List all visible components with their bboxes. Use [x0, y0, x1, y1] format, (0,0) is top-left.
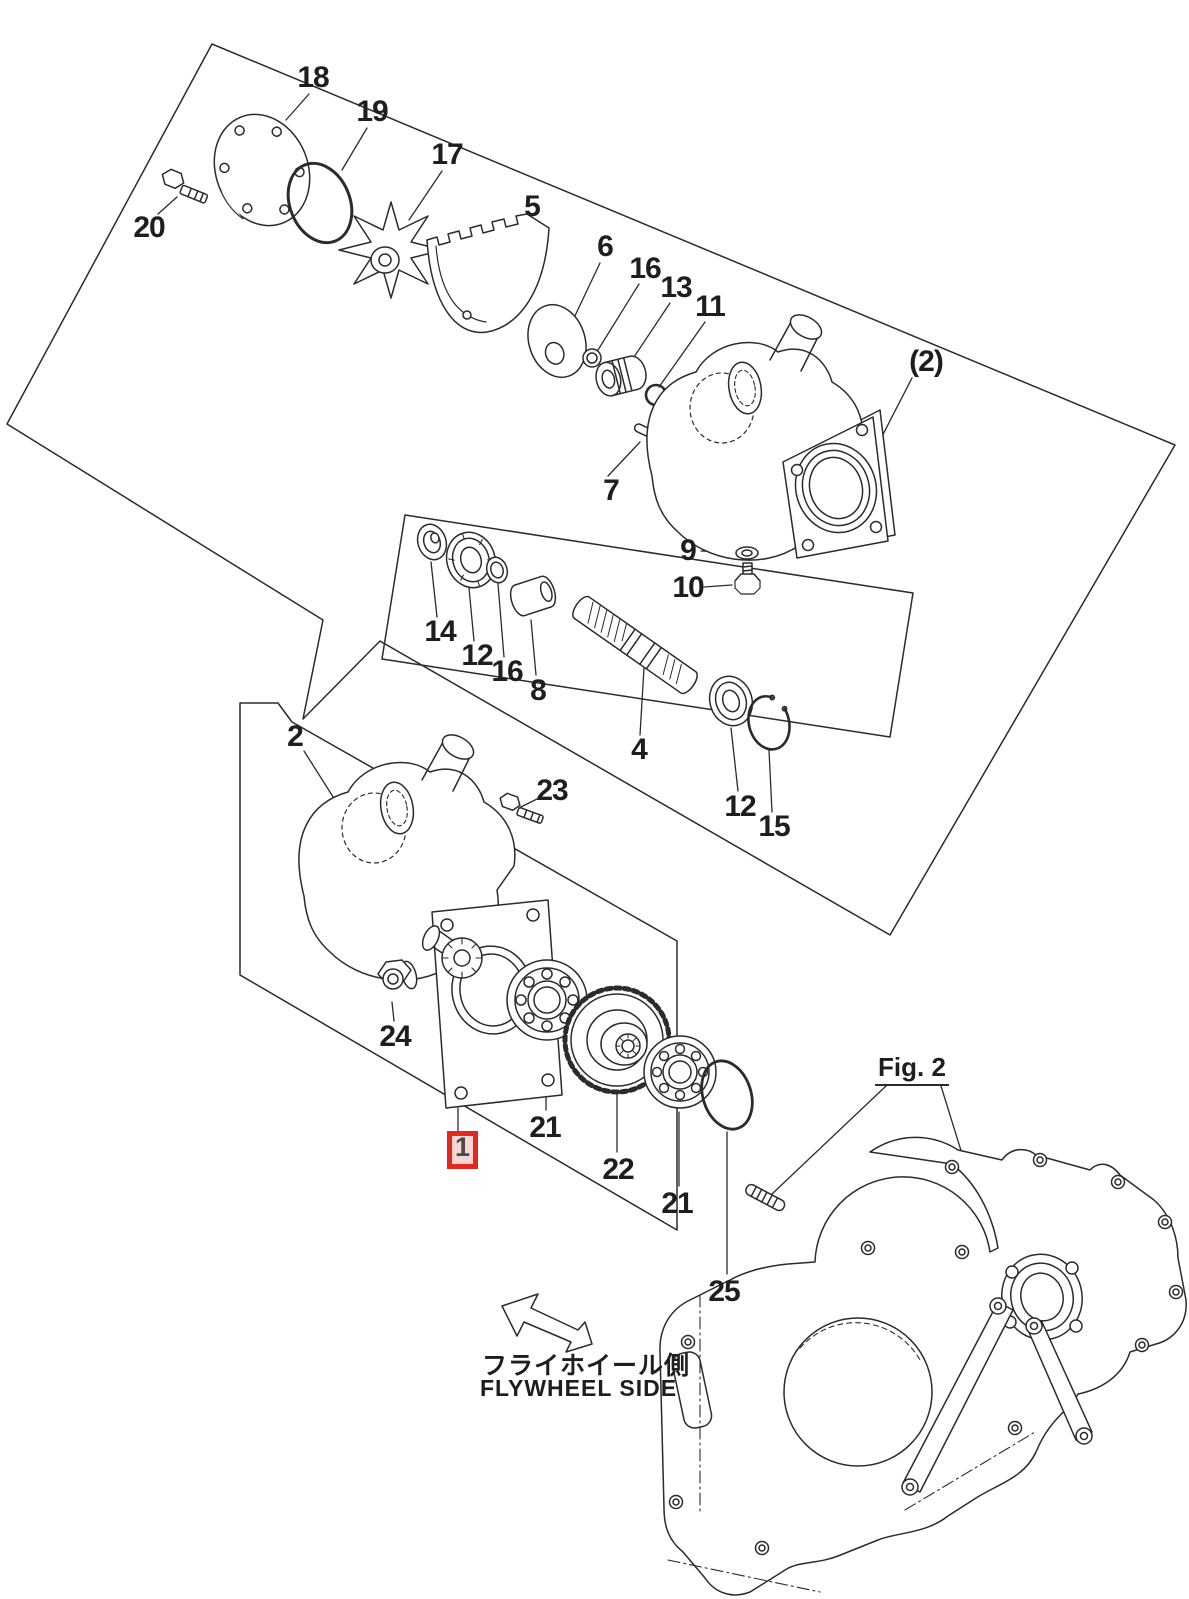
- flywheel-side-label-jp: フライホイール側: [482, 1352, 691, 1380]
- part-13-mechanical-seal: [595, 355, 647, 397]
- part-20-bolt: [161, 168, 209, 204]
- part-16-ring-upper: [582, 348, 602, 368]
- leader-lines: [157, 93, 964, 1275]
- part-label-18: 18: [297, 61, 329, 94]
- highlighted-part-box[interactable]: 1: [447, 1131, 478, 1169]
- part-label-14: 14: [424, 615, 456, 648]
- part-25-o-ring: [700, 1059, 754, 1131]
- part-label-20: 20: [133, 211, 165, 244]
- part-12-bearing-upper-right: [708, 675, 754, 727]
- flywheel-side-label-en: FLYWHEEL SIDE: [480, 1375, 678, 1401]
- upper-group-callout: [6, 43, 1176, 936]
- part-label-2: (2): [909, 345, 944, 378]
- part-14-seal: [416, 523, 448, 561]
- part-16-ring-lower: [485, 556, 509, 584]
- part-label-9: 9: [680, 534, 697, 567]
- part-label-11: 11: [695, 290, 726, 323]
- part-label-4: 4: [631, 733, 648, 766]
- highlighted-part-number: 1: [455, 1132, 471, 1162]
- part-18-cover-plate: [213, 113, 311, 227]
- part-24-nut: [377, 959, 418, 990]
- part-label-24: 24: [379, 1020, 411, 1053]
- part-label-7: 7: [603, 474, 620, 507]
- part-label-8: 8: [530, 674, 547, 707]
- gear-case-bolt-holes: [668, 1152, 1184, 1556]
- lower-group-box: [239, 702, 678, 1231]
- part-label-17: 17: [431, 138, 463, 171]
- gear-case: [659, 1136, 1187, 1596]
- part-6-washer-disc: [527, 304, 587, 378]
- part-4-shaft: [572, 595, 698, 695]
- part-label-23: 23: [536, 774, 568, 807]
- part-label-2: 2: [287, 720, 304, 753]
- part-10-bolt: [734, 562, 761, 595]
- fig-reference-label: Fig. 2: [875, 1052, 949, 1086]
- part-label-25: 25: [708, 1275, 740, 1308]
- part-label-21: 21: [661, 1187, 693, 1220]
- part-stud: [745, 1183, 786, 1212]
- part-15-snap-ring: [747, 694, 791, 751]
- part-9-washer: [735, 546, 759, 560]
- part-21-bearing-left: [506, 959, 588, 1041]
- part-23-bolt: [499, 792, 544, 824]
- part-5-wear-plate: [426, 213, 550, 334]
- part-label-16: 16: [629, 252, 661, 285]
- part-label-10: 10: [672, 571, 704, 604]
- part-label-22: 22: [602, 1153, 634, 1186]
- part-label-15: 15: [758, 810, 790, 843]
- part-label-6: 6: [597, 230, 614, 263]
- part-label-12: 12: [724, 790, 756, 823]
- part-label-12: 12: [461, 639, 493, 672]
- part-21-bearing-right: [643, 1035, 717, 1109]
- part-label-13: 13: [660, 271, 692, 304]
- part-label-19: 19: [356, 95, 388, 128]
- part-19-o-ring: [286, 161, 354, 245]
- part-17-impeller: [338, 201, 444, 299]
- flywheel-arrow-icon: [501, 1293, 593, 1353]
- part-label-21: 21: [529, 1111, 561, 1144]
- part-label-16: 16: [491, 655, 523, 688]
- part-2-pump-body-lower: [298, 734, 563, 1109]
- part-2-pump-body-upper: [646, 314, 896, 561]
- part-8-spacer: [509, 575, 557, 617]
- part-22-gear: [562, 985, 672, 1095]
- part-label-5: 5: [524, 190, 541, 223]
- part-12-bearing-upper-left: [445, 531, 497, 589]
